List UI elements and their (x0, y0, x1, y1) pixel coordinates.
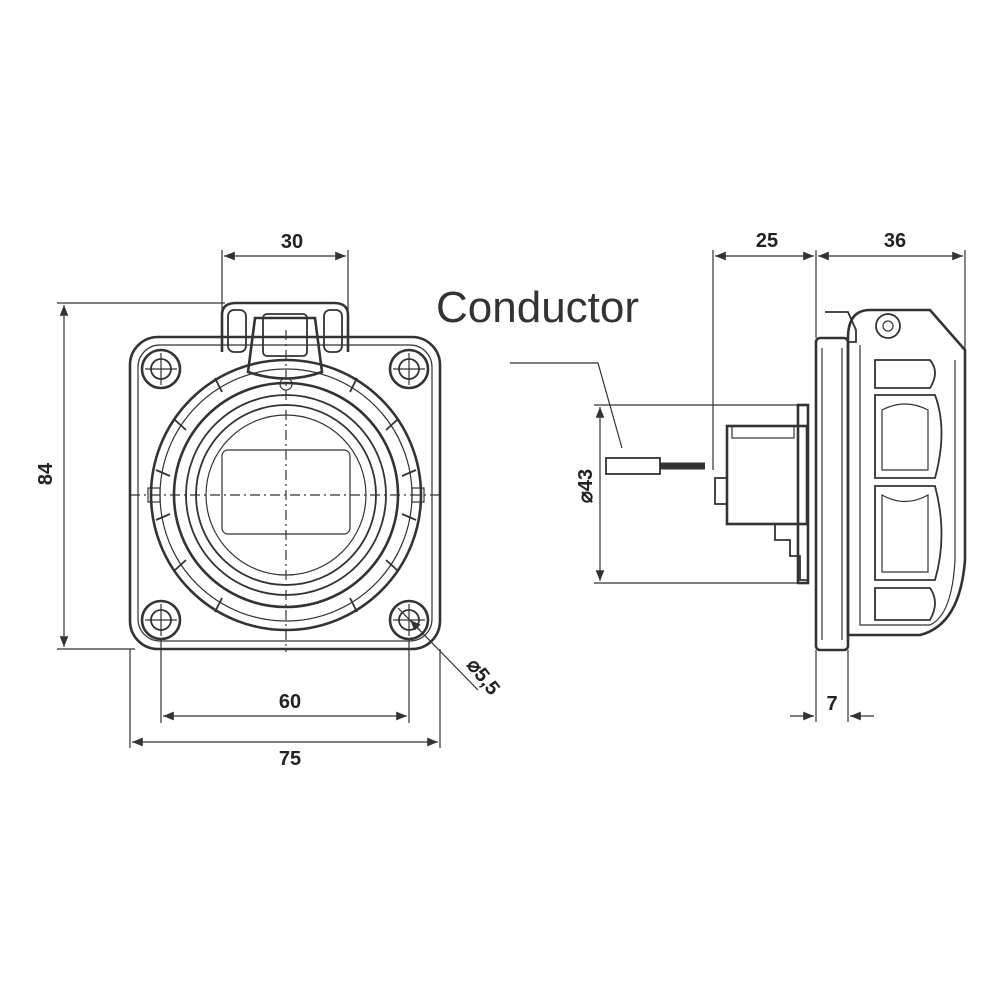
dimension-7: 7 (790, 650, 874, 722)
front-plate-inner (137, 344, 433, 642)
dimension-75-label: 75 (279, 748, 301, 770)
dimension-30-label: 30 (281, 231, 303, 253)
rear-connector (714, 403, 810, 585)
dimension-30: 30 (221, 231, 349, 310)
dimension-43-label: ⌀43 (575, 469, 597, 503)
dimension-60-label: 60 (279, 691, 301, 713)
dimension-25: 25 (712, 230, 817, 470)
conductor-leader (510, 362, 623, 449)
side-view: 25 36 ⌀43 7 (575, 230, 967, 722)
dimension-43: ⌀43 (575, 404, 800, 584)
conductor-callout: Conductor (436, 283, 705, 475)
dimension-75: 75 (129, 649, 441, 770)
hinge-cap (220, 301, 350, 391)
housing-ribs (874, 359, 943, 621)
dimension-25-label: 25 (756, 230, 778, 252)
dimension-hole-dia-label: ⌀5,5 (462, 655, 504, 700)
dimension-84: 84 (35, 302, 225, 650)
flange (814, 336, 850, 652)
conductor-label: Conductor (436, 283, 639, 332)
front-plate-outline (128, 335, 442, 651)
dimension-60: 60 (160, 640, 410, 723)
dimension-36: 36 (818, 230, 966, 350)
dimension-36-label: 36 (884, 230, 906, 252)
dimension-84-label: 84 (35, 462, 57, 485)
front-view: 30 84 60 75 ⌀5,5 (35, 231, 504, 770)
front-housing (825, 308, 967, 637)
dimension-hole-dia: ⌀5,5 (397, 607, 504, 700)
dimension-7-label: 7 (826, 693, 837, 715)
conductor-ferrule (605, 457, 661, 475)
